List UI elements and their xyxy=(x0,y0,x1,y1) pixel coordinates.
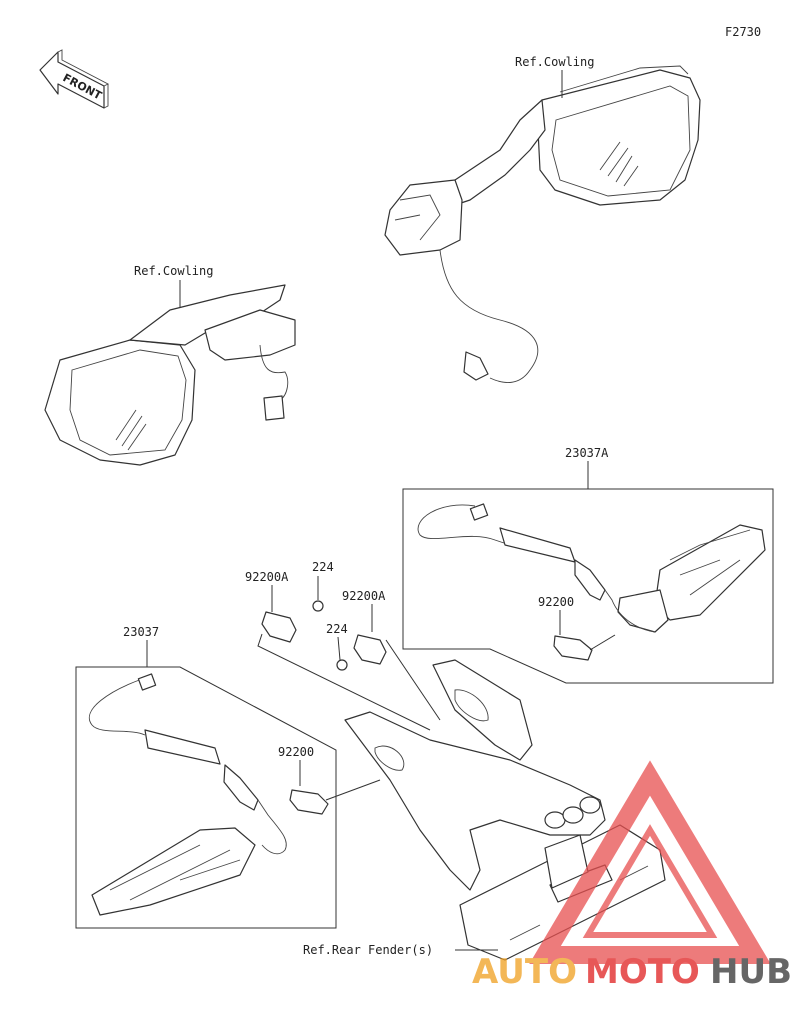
bracket-92200a-right xyxy=(353,634,387,665)
plate-left-label: 92200 xyxy=(278,745,314,759)
left-mirror xyxy=(44,284,296,466)
screw-224-lower xyxy=(336,659,348,671)
screw-224-upper xyxy=(312,600,324,612)
front-arrow-icon: FRONT xyxy=(39,49,109,109)
ref-rear-fender-label: Ref.Rear Fender(s) xyxy=(303,943,433,957)
rear-fender xyxy=(344,659,666,961)
bracket-a-left-label: 92200A xyxy=(245,570,289,584)
turn-signal-23037 xyxy=(89,673,287,916)
ref-cowling-right-label: Ref.Cowling xyxy=(515,55,594,69)
screw-lower-label: 224 xyxy=(326,622,348,636)
turn-signal-23037a xyxy=(417,503,766,633)
ref-cowling-left-label: Ref.Cowling xyxy=(134,264,213,278)
plate-92200-right xyxy=(553,635,593,661)
watermark-text-auto: AUTO xyxy=(472,952,577,992)
assembly-a-label: 23037A xyxy=(565,446,609,460)
watermark-logo: AUTO MOTO HUB xyxy=(472,760,792,992)
plate-92200-left xyxy=(289,789,329,815)
bracket-92200a-left xyxy=(261,611,297,643)
watermark-text-hub: HUB xyxy=(710,952,792,992)
plate-right-label: 92200 xyxy=(538,595,574,609)
bracket-a-right-label: 92200A xyxy=(342,589,386,603)
right-mirror xyxy=(384,65,701,383)
diagram-code: F2730 xyxy=(725,25,761,39)
watermark-text-moto: MOTO xyxy=(585,952,700,992)
assembly-label: 23037 xyxy=(123,625,159,639)
screw-upper-label: 224 xyxy=(312,560,334,574)
